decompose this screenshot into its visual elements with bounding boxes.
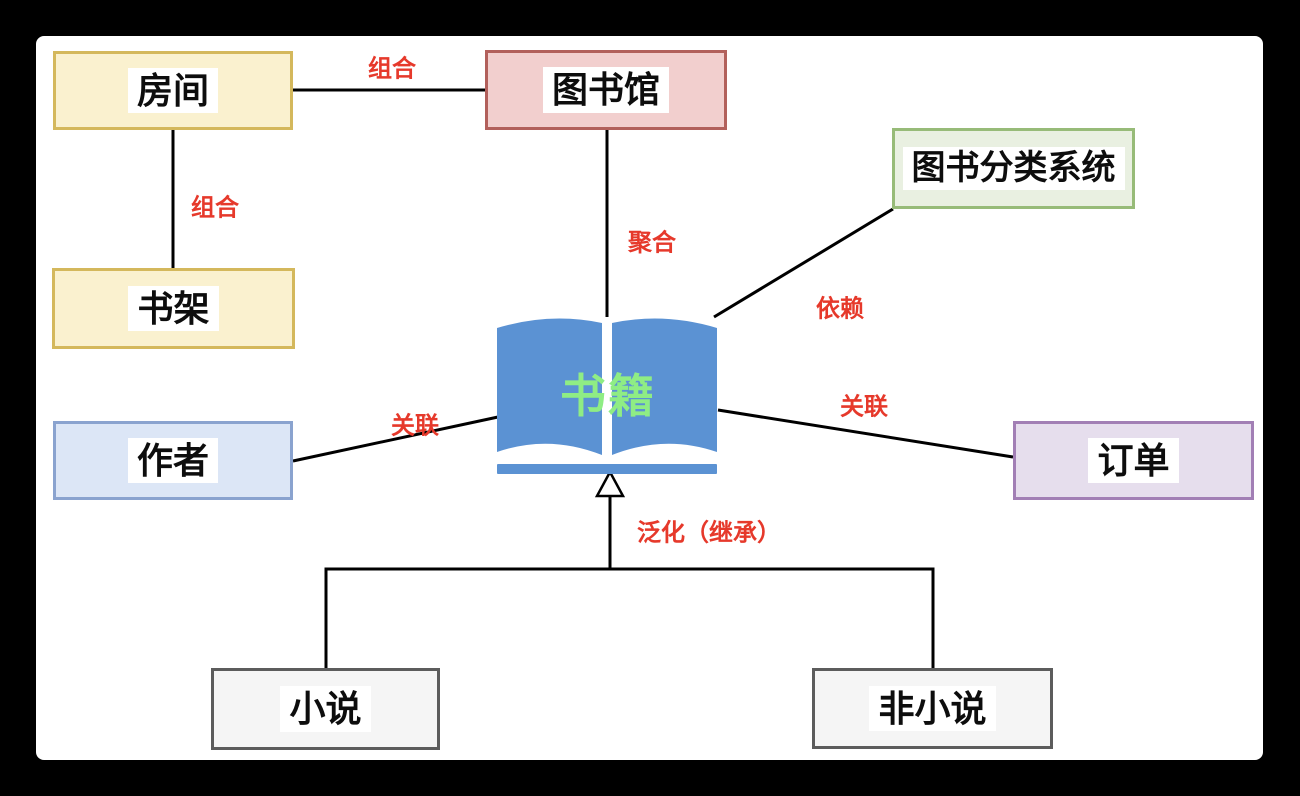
- node-library-label: 图书馆: [542, 67, 669, 113]
- node-library: 图书馆: [485, 50, 727, 130]
- node-bookshelf-label: 书架: [128, 285, 219, 332]
- relation-label-association-order: 关联: [840, 393, 888, 421]
- generalization-arrowhead-icon: [594, 469, 626, 498]
- open-book-icon: [497, 318, 717, 474]
- node-bookshelf: 书架: [52, 268, 295, 349]
- node-classification-system-label: 图书分类系统: [902, 146, 1125, 191]
- node-order-label: 订单: [1088, 437, 1179, 484]
- node-order: 订单: [1013, 421, 1254, 500]
- center-book-label: 书籍: [560, 370, 656, 422]
- edge-inheritance-branches: [324, 567, 935, 668]
- relation-label-generalization: 泛化（继承）: [637, 519, 781, 547]
- relation-label-association-author: 关联: [391, 412, 439, 440]
- diagram-canvas: 房间 图书馆 图书分类系统 书架 作者 订单 小说 非小说 书籍 组合 组合 聚…: [36, 36, 1263, 760]
- relation-label-composition-room-shelf: 组合: [191, 194, 239, 222]
- node-room-label: 房间: [127, 67, 218, 114]
- relation-label-dependency: 依赖: [816, 295, 864, 323]
- node-novel-label: 小说: [280, 686, 371, 732]
- node-classification-system: 图书分类系统: [892, 128, 1135, 209]
- node-novel: 小说: [211, 668, 440, 750]
- node-room: 房间: [53, 51, 293, 130]
- edge-author-book: [292, 415, 499, 463]
- relation-label-composition-room-library: 组合: [368, 55, 416, 83]
- edge-book-order: [717, 408, 1014, 459]
- node-nonfiction-label: 非小说: [869, 685, 996, 732]
- relation-label-aggregation: 聚合: [628, 229, 676, 257]
- edge-classification-book: [713, 207, 894, 319]
- node-author: 作者: [53, 421, 293, 500]
- connector-layer: [171, 88, 1014, 668]
- node-nonfiction: 非小说: [812, 668, 1053, 749]
- node-author-label: 作者: [127, 437, 218, 484]
